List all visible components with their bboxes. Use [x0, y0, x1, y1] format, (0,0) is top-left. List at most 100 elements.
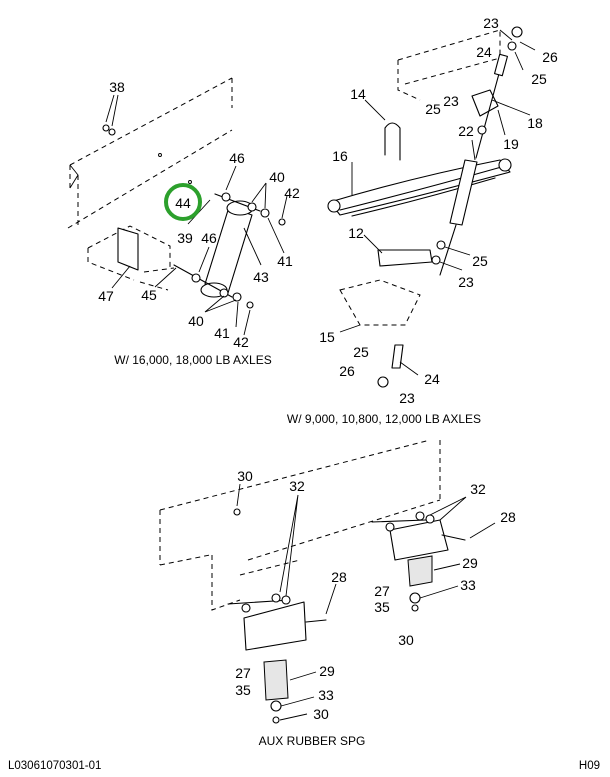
- callout-32b: 32: [470, 481, 486, 497]
- assembly-heavy-axle: 38 46 40 42 44 39 43 41 47 45 46 40 41 4…: [67, 77, 300, 367]
- stud-24: [493, 53, 509, 77]
- leader-32b: [429, 496, 467, 521]
- callout-42: 42: [284, 185, 300, 201]
- callout-24: 24: [476, 44, 492, 60]
- callout-23d: 23: [399, 390, 415, 406]
- callout-19: 19: [503, 136, 519, 152]
- callout-12: 12: [348, 225, 364, 241]
- callout-30: 30: [237, 468, 253, 484]
- callout-40: 40: [269, 169, 285, 185]
- nut: [246, 301, 254, 309]
- washer-26: [507, 41, 517, 51]
- stud-24b: [391, 344, 404, 369]
- hole: [158, 153, 162, 157]
- callout-25d: 25: [353, 344, 369, 360]
- callout-22: 22: [458, 123, 474, 139]
- washer-33: [409, 592, 421, 604]
- leader-19: [497, 109, 506, 136]
- leader-46: [225, 165, 237, 191]
- leader-29: [433, 563, 461, 571]
- u-bolt: [384, 122, 401, 161]
- bolt-38a: [102, 124, 110, 132]
- callout-24b: 24: [424, 371, 440, 387]
- callout-27b: 27: [235, 665, 251, 681]
- leader-23c: [439, 261, 463, 271]
- callout-41: 41: [277, 253, 293, 269]
- leader-22: [471, 139, 476, 161]
- leader-12: [363, 234, 383, 254]
- rubber-spring-right: [407, 555, 433, 587]
- spring-leaves: [339, 165, 506, 217]
- nut-26b: [377, 376, 389, 388]
- leader-41b: [235, 301, 239, 328]
- bolt-38b: [108, 128, 116, 136]
- leader-46b: [198, 246, 210, 273]
- caption-heavy-axle: W/ 16,000, 18,000 LB AXLES: [114, 353, 271, 367]
- leader-24: [499, 29, 513, 41]
- callout-42b: 42: [233, 334, 249, 350]
- leader-43: [243, 227, 262, 266]
- washer-33b: [270, 700, 282, 712]
- washer: [425, 514, 435, 524]
- leader-25c: [444, 246, 471, 256]
- callout-25: 25: [531, 71, 547, 87]
- washer: [191, 273, 201, 283]
- washer: [271, 593, 281, 603]
- callout-41b: 41: [214, 325, 230, 341]
- bracket-plate: [117, 227, 139, 271]
- leader-40b: [204, 295, 237, 313]
- frame-rail-bottom: [159, 439, 441, 566]
- spring-eye-right: [498, 158, 512, 172]
- reference-code: L03061070301-01: [8, 760, 101, 772]
- shock-right: [449, 159, 478, 226]
- washer-25: [477, 125, 487, 135]
- callout-44-highlighted: 44: [175, 195, 191, 211]
- callout-46b: 46: [201, 230, 217, 246]
- washer: [385, 522, 395, 532]
- washer: [247, 202, 257, 212]
- washer-25b: [436, 240, 446, 250]
- callout-46: 46: [229, 150, 245, 166]
- nut-30-top: [233, 508, 241, 516]
- leader-45: [154, 267, 177, 288]
- callout-45: 45: [141, 287, 157, 303]
- leader-14: [364, 99, 386, 121]
- callout-23c: 23: [458, 274, 474, 290]
- washer-23b: [431, 255, 441, 265]
- sheet-code: H09: [579, 760, 600, 772]
- washer: [232, 292, 242, 302]
- caption-light-axle: W/ 9,000, 10,800, 12,000 LB AXLES: [287, 412, 481, 426]
- nut-23: [511, 26, 523, 38]
- shock-body: [204, 206, 253, 294]
- nut-30: [411, 604, 419, 612]
- leader-41: [267, 217, 285, 254]
- callout-29b: 29: [319, 663, 335, 679]
- washer: [260, 208, 270, 218]
- callout-35: 35: [374, 599, 390, 615]
- callout-35b: 35: [235, 682, 251, 698]
- callout-39: 39: [177, 230, 193, 246]
- bracket-arms: [139, 267, 175, 291]
- washer: [415, 511, 425, 521]
- washer: [219, 288, 229, 298]
- leader-29b: [289, 671, 317, 681]
- leader-33: [419, 585, 459, 599]
- frame-rail-right: [397, 29, 501, 101]
- highlight-ring: [164, 183, 202, 221]
- nut-30b: [272, 716, 280, 724]
- callout-43: 43: [253, 269, 269, 285]
- leader-18: [491, 99, 531, 116]
- callout-25c: 25: [472, 253, 488, 269]
- leader-30: [236, 483, 241, 507]
- mount-bracket-right: [389, 519, 449, 561]
- callout-14: 14: [350, 86, 366, 102]
- callout-26b: 26: [339, 363, 355, 379]
- callout-18: 18: [527, 115, 543, 131]
- callout-26: 26: [542, 49, 558, 65]
- leader-15: [339, 324, 361, 333]
- callout-33b: 33: [318, 687, 334, 703]
- leader-42: [281, 195, 288, 219]
- frame-rail-edge: [69, 164, 79, 189]
- leader-32: [279, 494, 299, 597]
